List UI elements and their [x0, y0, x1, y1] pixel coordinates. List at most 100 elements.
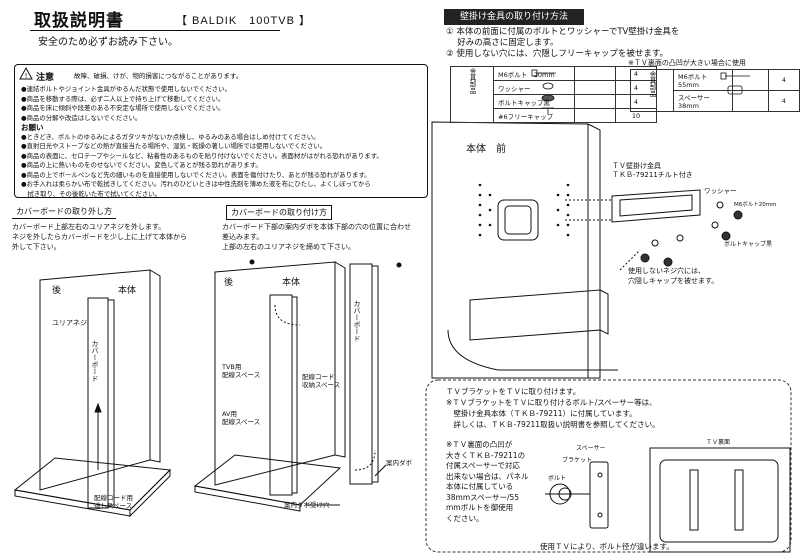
request-line: ●商品の上でボールペンなど先の細いものを直接使用しないでください。表面を傷付けた…: [21, 170, 371, 179]
document-title: 取扱説明書: [34, 11, 124, 31]
part2-qty: 4: [767, 90, 800, 112]
wall-fig-bolt: M6ボルト20mm: [734, 202, 777, 208]
wall-step-line: 好みの高さに固定します。: [446, 38, 559, 48]
wall-step-line: ① 本体の前面に付属のボルトとワッシャーでTV壁掛け金具を: [446, 27, 680, 37]
tv-fig-spacer: スペーサー: [576, 445, 606, 452]
mid-fig-tvb-line: 配線スペース: [222, 371, 261, 379]
attach-text-line: 差込みます。: [222, 233, 264, 241]
remove-text-line: 外して下さい。: [12, 243, 61, 251]
wall-fig-unused-line: 穴隠しキャップを被せます。: [628, 277, 719, 285]
part2-name: スペーサー 38mm: [673, 90, 733, 112]
left-fig-cable-line: 逃しスペース: [94, 502, 133, 510]
mid-fig-hole: 案内ダボ受け穴: [284, 501, 330, 509]
tv-fig-bolt: ボルト: [548, 475, 567, 482]
wall-fig-bracket-line: ＴＶ壁掛け金具: [612, 162, 661, 170]
remove-instructions: カバーボード上部左右のユリアネジを外します。 ネジを外したらカバーボードを少し上…: [12, 222, 187, 252]
part-name: #6フリーキャップ: [493, 108, 575, 123]
tv-fig-tvback: ＴＶ裏面: [706, 439, 731, 446]
wall-fig-cap: ボルトキャップ黒: [724, 241, 773, 248]
request-title: お願い: [21, 123, 44, 132]
mid-fig-av-line: AV用: [222, 410, 237, 418]
tv-bracket-line: ＴＶブラケットをＴＶに取り付けます。: [446, 387, 581, 396]
tv-bracket-instructions: ＴＶブラケットをＴＶに取り付けます。 ※ＴＶブラケットをＴＶに取り付けるボルト/…: [446, 386, 660, 430]
model-name: 【 BALDIK 100TVB 】: [176, 15, 311, 27]
caution-title: 注意: [36, 73, 55, 83]
mid-fig-dowel: 案内ダボ: [386, 459, 412, 467]
tv-bracket-line: 壁掛け金具本体（ＴＫＢ-79211）に付属しています。: [446, 409, 637, 418]
mid-fig-body: 本体: [282, 278, 301, 288]
request-line: 拭き取り、その後乾いた布で拭いてください。: [21, 189, 161, 198]
parts-side-label: 金具部品: [450, 66, 494, 123]
caution-box: [14, 64, 428, 198]
left-fig-cable: 配線コード用 逃しスペース: [94, 494, 133, 510]
tv-bracket-box: [425, 379, 792, 553]
mid-fig-cord-line: 配線コード: [302, 373, 335, 381]
wall-fig-unused: 使用しないネジ穴には、 穴隠しキャップを被せます。: [628, 266, 718, 286]
wall-step-line: ② 使用しない穴には、穴隠しフリーキャップを被せます。: [446, 49, 668, 59]
title-underline: [30, 30, 280, 31]
caution-line: ●商品を移動する際は、必ず二人以上で持ち上げて移動してください。: [21, 94, 225, 103]
tv-bracket-line: ※ＴＶブラケットをＴＶに取り付けるボルト/スペーサー等は、: [446, 398, 657, 407]
request-line: ●直射日光やストーブなどの熱が直接当たる場所や、湿気・乾燥の著しい場所では使用し…: [21, 142, 327, 150]
request-line: ●商品の表面に、セロテープやシールなど、粘着性のあるものを貼り付けないでください…: [21, 151, 383, 160]
svg-text:!: !: [25, 72, 28, 80]
caution-line: ●商品を床に傾斜や段差のある不安定な場所で使用しないでください。: [21, 104, 225, 112]
left-fig-body: 本体: [118, 286, 137, 296]
safety-subtitle: 安全のため必ずお読み下さい。: [38, 37, 178, 48]
remove-section-label: カバーボードの取り外し方: [12, 205, 116, 219]
part-name: ワッシャー: [493, 80, 575, 95]
tv-bracket-note-line: 大きくＴＫＢ-79211の: [446, 450, 526, 460]
tv-bracket-note-line: mmボルトを御使用: [446, 503, 514, 512]
tv-bracket-footer: 使用ＴＶにより、ボルト径が違います。: [540, 542, 674, 551]
parts-table-2: 金具部品 M6ボルト 55mm 4 スペーサー 38mm 4: [630, 69, 800, 112]
left-fig-cable-line: 配線コード用: [94, 494, 133, 502]
tv-bracket-note-line: ください。: [446, 513, 484, 523]
mid-fig-cord: 配線コード 収納スペース: [302, 373, 340, 389]
mid-fig-cover: カバーボード: [353, 300, 361, 342]
wall-fig-front: 本体 前: [466, 144, 506, 155]
wall-panel: [431, 121, 589, 379]
tv-bracket-note-line: 38mmスペーサー/55: [446, 492, 520, 502]
mid-fig-tvb: TVB用 配線スペース: [222, 363, 260, 379]
attach-text-line: 上部の左右のユリアネジを締めて下さい。: [222, 243, 355, 251]
attach-section-label: カバーボードの取り付け方: [226, 205, 332, 220]
tv-bracket-note-line: 付属スペーサーで対応: [446, 461, 520, 470]
middle-cover-board: [349, 263, 373, 485]
caution-list: ●連結ボルトやジョイント金具がゆるんだ状態で使用しないでください。 ●商品を移動…: [21, 85, 423, 199]
attach-text-line: カバーボード下部の案内ダボを本体下部の穴の位置に合わせ: [222, 223, 411, 231]
tv-fig-bracket: ブラケット: [562, 457, 593, 464]
wall-fig-unused-line: 使用しないネジ穴には、: [628, 267, 705, 275]
mid-fig-av: AV用 配線スペース: [222, 410, 260, 426]
mid-fig-cord-line: 収納スペース: [302, 381, 341, 389]
part-name: M6ボルト 20mm: [493, 66, 575, 81]
left-fig-back: 後: [52, 286, 62, 296]
request-line: ●商品の上に熱いものをのせないでください。変色してあとが残る恐れがあります。: [21, 161, 262, 169]
wall-fig-bracket-line: ＴＫＢ-79211チルト付き: [612, 171, 693, 179]
mid-fig-back: 後: [224, 278, 234, 288]
caution-line: ●連結ボルトやジョイント金具がゆるんだ状態で使用しないでください。: [21, 85, 231, 93]
parts-table: 金具部品 M6ボルト 20mm 4 ワッシャー 4 ボルトキャップ黒 4 #6フ…: [450, 66, 657, 123]
caution-note: 故障、破損、けが、物的損害につながることがあります。: [74, 72, 243, 80]
tv-bracket-note-line: 出来ない場合は、パネル: [446, 471, 529, 481]
tv-wall-bracket: [565, 189, 743, 271]
part-name: ボルトキャップ黒: [493, 94, 575, 109]
wall-fig-bracket: ＴＶ壁掛け金具 ＴＫＢ-79211チルト付き: [612, 162, 693, 180]
left-fig-cover: カバーボード: [91, 340, 99, 382]
remove-text-line: ネジを外したらカバーボードを少し上に上げて本体から: [12, 233, 187, 241]
part2-name: M6ボルト 55mm: [673, 69, 733, 91]
tv-bracket-note-line: ※ＴＶ裏面の凸凹が: [446, 440, 513, 449]
wall-bracket-steps: ① 本体の前面に付属のボルトとワッシャーでTV壁掛け金具を 好みの高さに固定しま…: [446, 27, 679, 60]
wall-bracket-banner: 壁掛け金具の取り付け方法: [444, 9, 584, 25]
tv-bracket-line: 詳しくは、ＴＫＢ-79211取扱い説明書を参照してください。: [446, 420, 660, 429]
parts2-side-label: 金具部品: [630, 69, 674, 112]
wall-fig-washer: ワッシャー: [704, 187, 737, 195]
tv-bracket-note-line: 本体に付属している: [446, 482, 514, 491]
large-gap-note: ※ＴＶ裏面の凸凹が大きい場合に使用: [628, 59, 746, 67]
left-fig-screw: ユリアネジ: [52, 319, 87, 327]
request-line: ●お手入れは柔らかい布で乾拭きしてください。汚れのひどいときは中性洗剤を薄めた液…: [21, 180, 371, 188]
tv-bracket-note: ※ＴＶ裏面の凸凹が 大きくＴＫＢ-79211の 付属スペーサーで対応 出来ない場…: [446, 440, 529, 524]
part2-qty: 4: [767, 69, 800, 91]
caution-line: ●商品の分解や改造はしないでください。: [21, 113, 142, 122]
